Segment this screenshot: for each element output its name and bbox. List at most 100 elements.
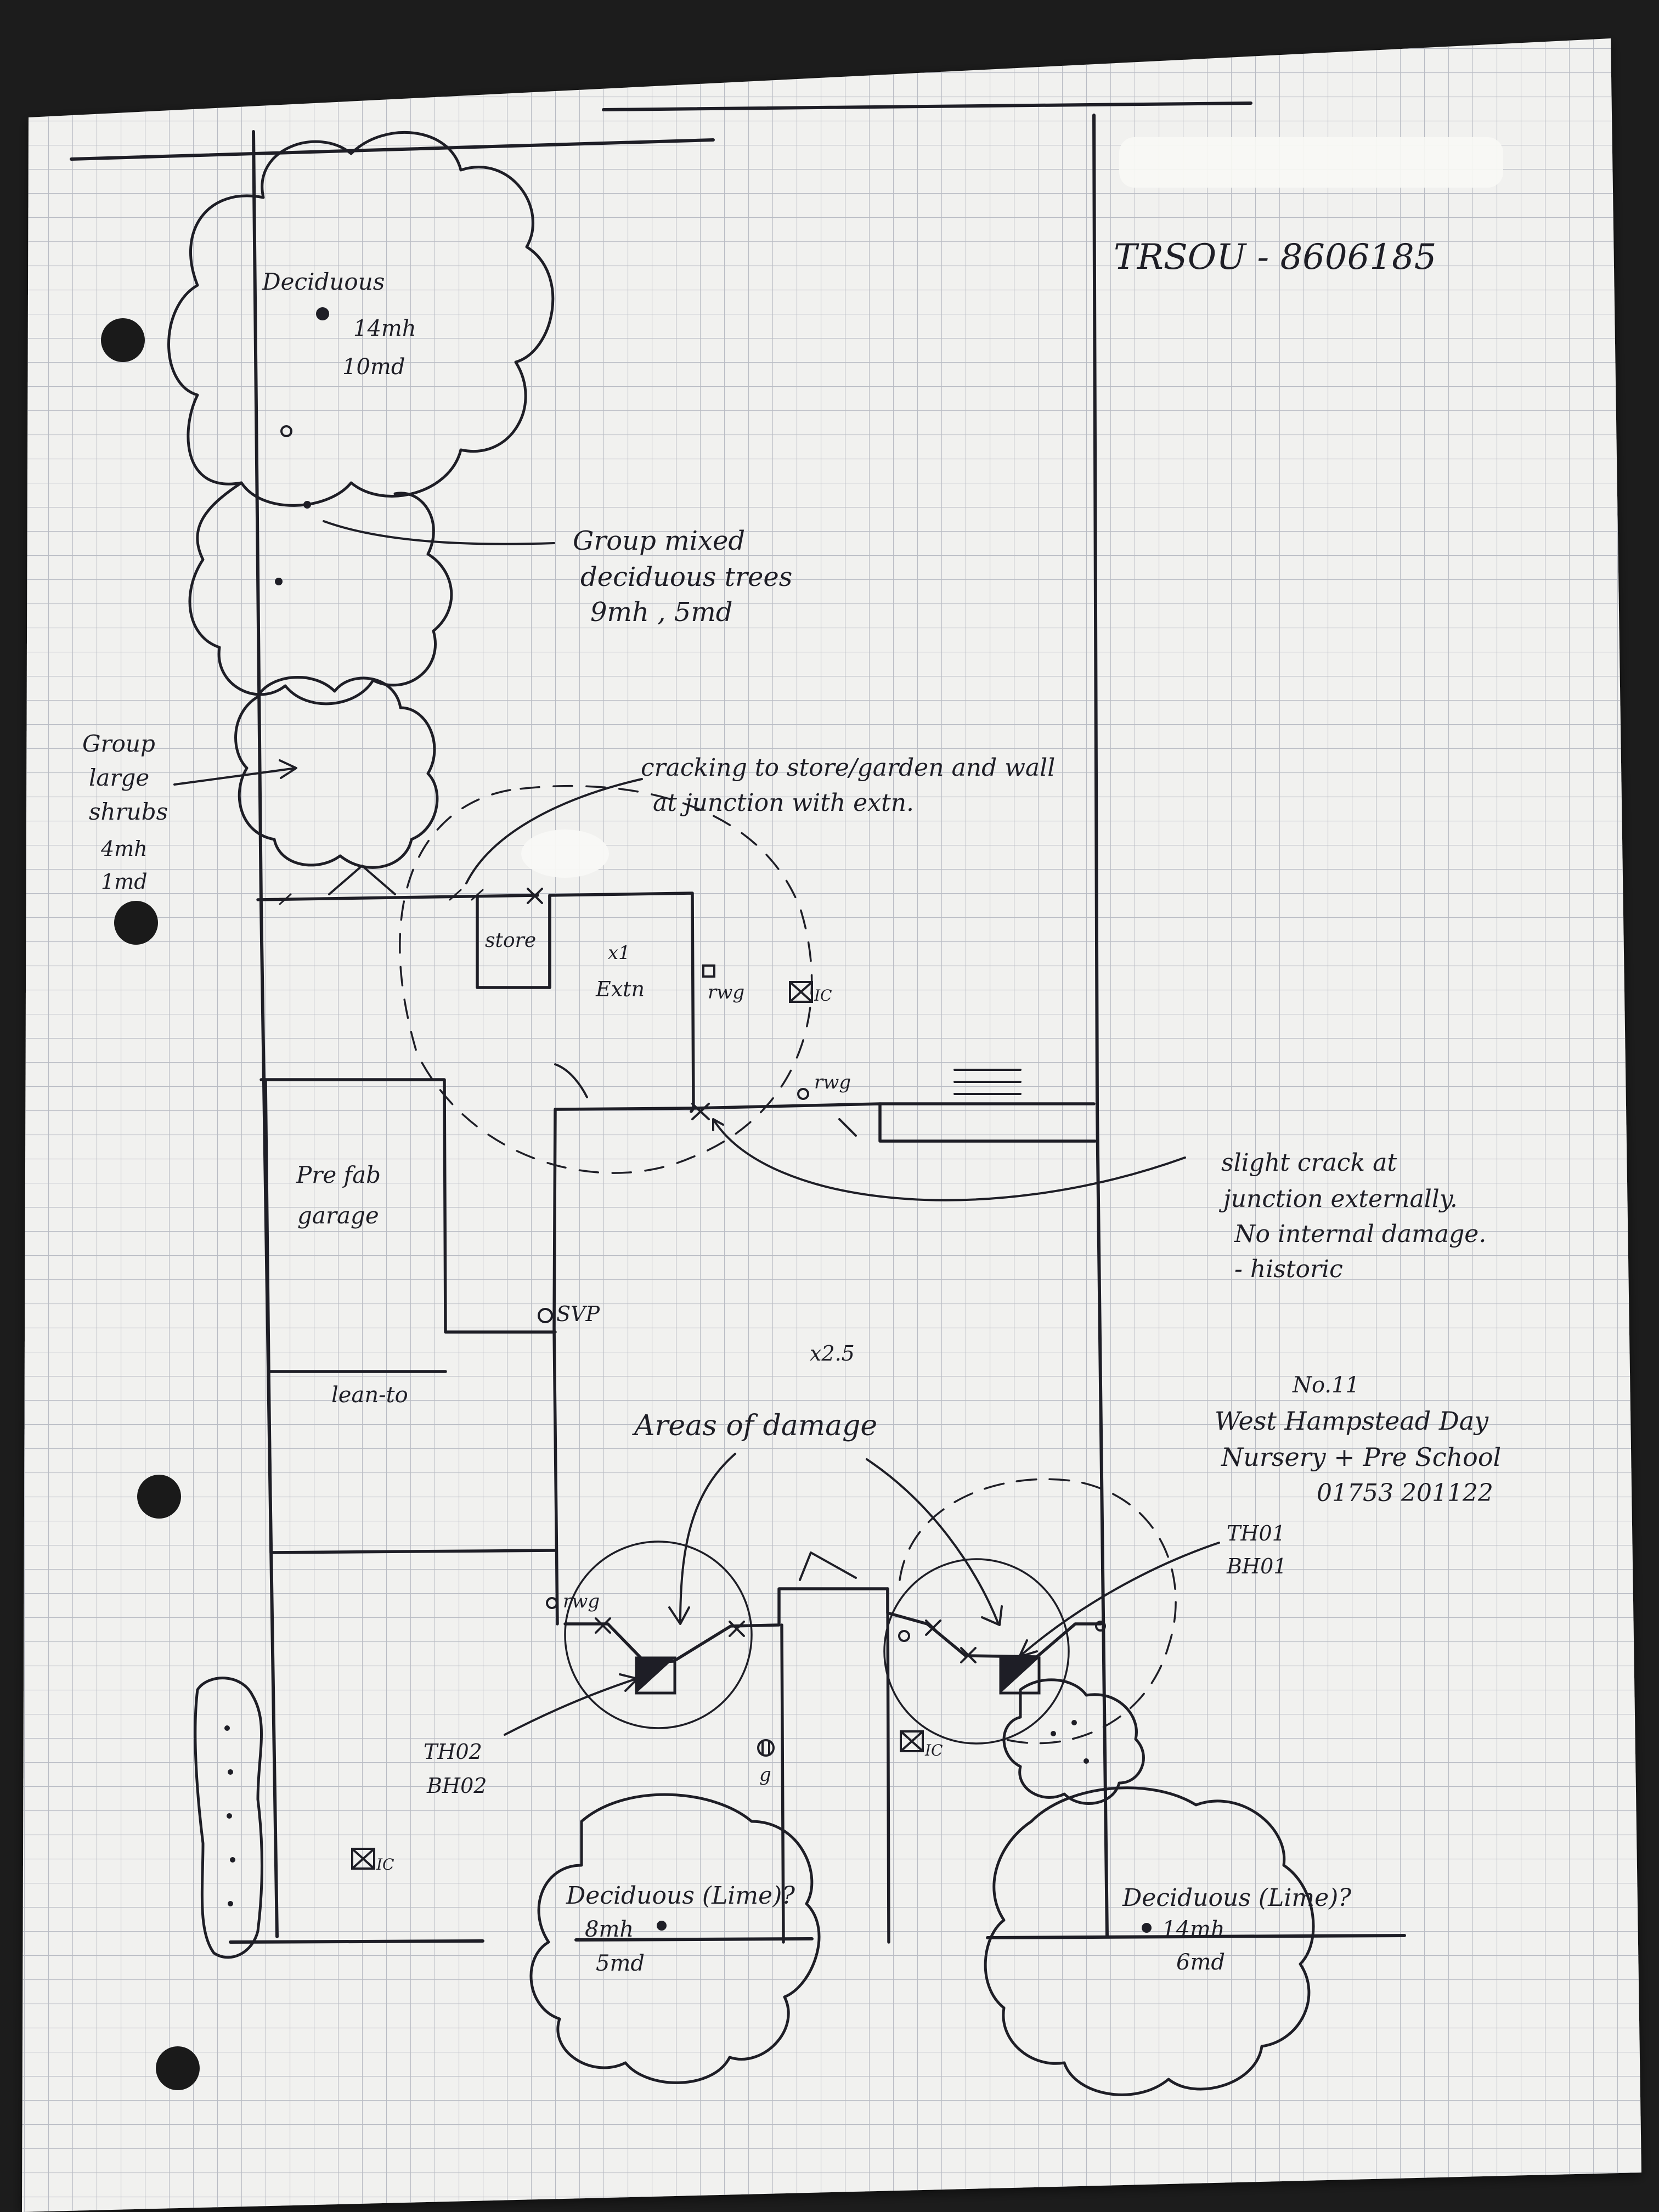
- front-right-tree-stem: [1142, 1923, 1152, 1933]
- front-left-tree-species: Deciduous (Lime)?: [566, 1882, 795, 1910]
- group-shrubs-spread: 1md: [101, 870, 148, 894]
- ic-garden-label: IC: [376, 1855, 394, 1874]
- areas-of-damage-label: Areas of damage: [632, 1409, 877, 1442]
- cracking-note-line2: at junction with extn.: [653, 789, 914, 817]
- th02-borehole-marker: [635, 1656, 676, 1695]
- prefab-garage-line1: Pre fab: [296, 1161, 381, 1188]
- rear-boundary-line: [70, 101, 1252, 161]
- damage-zone-right-inner: [883, 1558, 1070, 1745]
- rear-deciduous-height: 14mh: [353, 316, 416, 341]
- front-right-tree-species: Deciduous (Lime)?: [1122, 1884, 1351, 1912]
- crack-markers: [527, 888, 977, 1663]
- neighbour-number: No.11: [1292, 1373, 1359, 1398]
- influence-zones: [399, 785, 1177, 1745]
- front-right-tree-spread: 6md: [1176, 1950, 1225, 1975]
- rear-deciduous-species: Deciduous: [262, 268, 385, 295]
- slight-crack-leader: [712, 1118, 1186, 1201]
- th02-label: TH02: [424, 1740, 482, 1764]
- front-boundary-line: [229, 1934, 1406, 1944]
- extension-storey-label: x1: [608, 942, 630, 964]
- left-boundary-line: [252, 130, 279, 1938]
- ic-chamber-front: [900, 1730, 924, 1752]
- ic-chamber-garden: [351, 1848, 375, 1870]
- survey-markers: [351, 964, 1106, 1870]
- rear-deciduous-stem: [316, 307, 329, 320]
- rwg-right-marker: [898, 1630, 910, 1642]
- tape-patch-top: [1119, 137, 1503, 188]
- cracking-note-line1: cracking to store/garden and wall: [641, 754, 1055, 782]
- gully-label: g: [759, 1764, 771, 1786]
- gully-marker: [757, 1739, 775, 1757]
- front-left-tree-stem: [657, 1921, 667, 1931]
- neighbour-line2: Nursery + Pre School: [1221, 1442, 1501, 1472]
- crack-x-front-1: [595, 1617, 611, 1634]
- tree-stem-3: [303, 501, 311, 509]
- group-mixed-line2: deciduous trees: [580, 562, 792, 592]
- right-boundary-line: [1092, 114, 1109, 1938]
- leader-lines: [173, 520, 1220, 1736]
- group-mixed-canopy: [188, 481, 453, 706]
- site-boundaries: [70, 101, 1406, 1944]
- rear-tree-group: [167, 131, 555, 869]
- group-mixed-line3: 9mh , 5md: [590, 597, 733, 628]
- rwg-rear-label: rwg: [814, 1071, 851, 1093]
- crack-x-front-2: [729, 1621, 745, 1637]
- cracking-note-leader: [465, 778, 643, 884]
- rwg-ext-marker: [702, 964, 715, 978]
- rear-deciduous-canopy: [167, 131, 555, 507]
- extension-label: Extn: [595, 977, 645, 1001]
- main-storey-label: x2.5: [810, 1341, 855, 1365]
- rwg-front-label: rwg: [563, 1590, 600, 1612]
- crack-x-junction: [691, 1103, 710, 1120]
- group-mixed-leader: [323, 520, 555, 545]
- leanto-wall: [267, 1370, 557, 1554]
- tree-stem-4: [275, 578, 283, 585]
- binder-hole-4: [156, 2046, 200, 2090]
- group-shrubs-height: 4mh: [100, 837, 148, 861]
- tape-patch-mid: [521, 830, 609, 878]
- neighbour-line1: West Hampstead Day: [1215, 1406, 1489, 1436]
- group-shrubs-line1: Group: [82, 730, 155, 757]
- crack-x-front-4: [960, 1647, 977, 1663]
- hedge-dots: [224, 1720, 1089, 1906]
- ic-chamber-rear: [789, 981, 813, 1003]
- svp-label: SVP: [556, 1302, 600, 1326]
- rwg-ext-label: rwg: [708, 981, 744, 1003]
- slight-crack-line4: - historic: [1234, 1255, 1343, 1283]
- bh02-label: BH02: [426, 1774, 487, 1798]
- patio-steps-hatch: [953, 1069, 1022, 1095]
- binder-hole-3: [137, 1475, 181, 1519]
- leanto-label: lean-to: [331, 1383, 408, 1408]
- damage-arrow-right: [866, 1458, 1003, 1626]
- store-label: store: [485, 929, 536, 952]
- binder-hole-1: [101, 318, 145, 362]
- ic-rear-label: IC: [814, 986, 832, 1005]
- crack-x-store: [527, 888, 543, 904]
- extension-influence-circle: [399, 785, 813, 1174]
- prefab-garage-line2: garage: [297, 1202, 379, 1229]
- rwg-front-marker: [546, 1597, 558, 1609]
- group-shrubs-line2: large: [89, 764, 149, 791]
- front-right-small-shrub: [1002, 1678, 1145, 1805]
- group-shrubs-leader: [173, 759, 297, 786]
- extension-outline: [548, 891, 695, 1110]
- bh01-label: BH01: [1226, 1554, 1286, 1578]
- damage-zone-left: [564, 1541, 753, 1729]
- rwg-rear-marker: [797, 1088, 809, 1100]
- extension-side-wall: [692, 1102, 1097, 1143]
- th01-label: TH01: [1227, 1521, 1285, 1545]
- group-mixed-line1: Group mixed: [573, 526, 745, 556]
- damage-arrow-left: [668, 1453, 736, 1625]
- rear-wall-hatching: [279, 889, 484, 905]
- front-left-tree-spread: 5md: [596, 1951, 645, 1976]
- slight-crack-line1: slight crack at: [1221, 1149, 1397, 1177]
- front-right-tree-height: 14mh: [1162, 1917, 1225, 1942]
- binder-hole-2: [114, 901, 158, 945]
- paper-sheet: [22, 38, 1641, 2212]
- slight-crack-line3: No internal damage.: [1234, 1220, 1486, 1248]
- group-shrubs-canopy: [234, 676, 439, 869]
- tree-stem-markers: [275, 307, 1152, 1933]
- front-hedge: [194, 1677, 263, 1959]
- front-left-tree-height: 8mh: [585, 1917, 634, 1942]
